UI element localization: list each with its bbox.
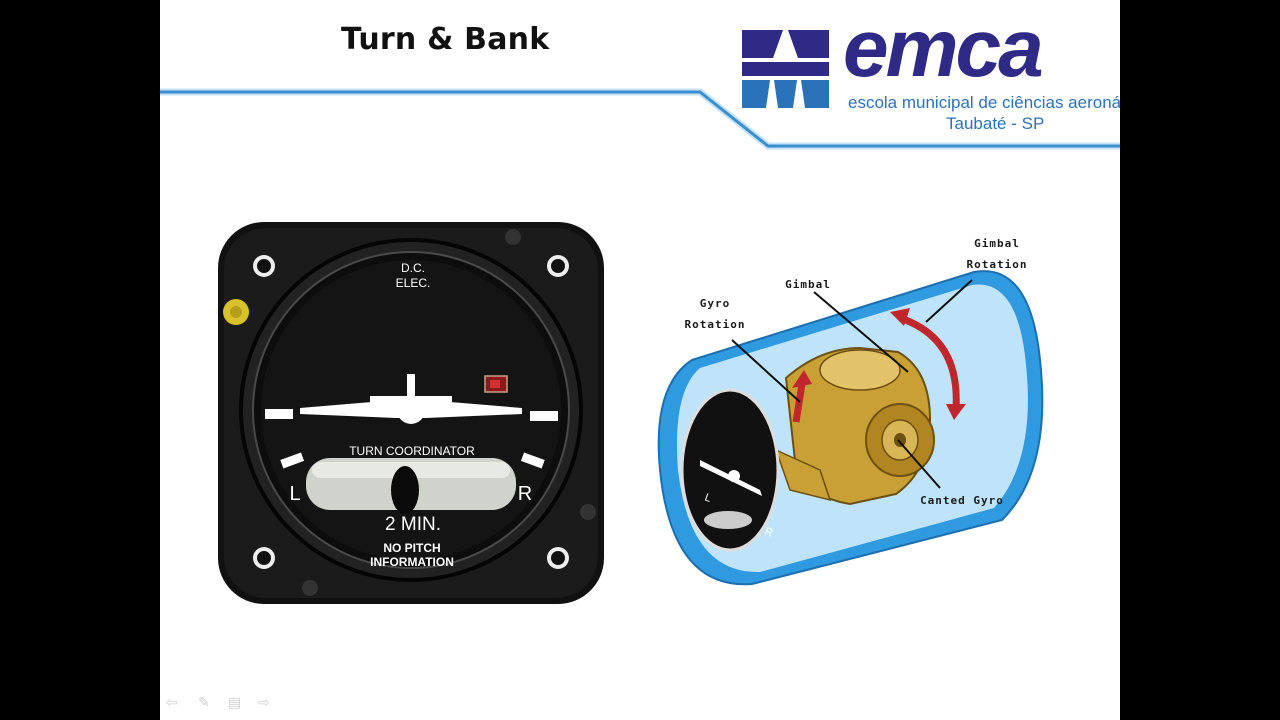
dial-label-name: TURN COORDINATOR — [349, 444, 475, 458]
prev-arrow-icon[interactable]: ⇦ — [166, 694, 178, 710]
label-gimbal-rotation-2: Rotation — [967, 258, 1028, 271]
slide: Turn & Bank emca escola municipal de ciê… — [160, 0, 1120, 720]
inclinometer-ball-icon — [391, 466, 419, 514]
slide-title: Turn & Bank — [341, 22, 550, 57]
label-gyro-rotation-1: Gyro — [700, 297, 731, 310]
mini-dial-face — [680, 388, 780, 552]
gimbal-rotation-arrow-icon — [898, 314, 960, 409]
gyro-cutaway-diagram: L R Gimbal Rotation Gimbal Gyro Rotation… — [657, 237, 1044, 586]
next-arrow-icon[interactable]: ⇨ — [258, 694, 270, 710]
dial-label-note-1: NO PITCH — [383, 541, 440, 555]
logo-wordmark: emca — [843, 3, 1044, 94]
gimbal-assembly — [774, 346, 935, 506]
logo-mark-icon — [742, 30, 829, 108]
logo-subtitle: escola municipal de ciências aeronáutica… — [848, 93, 1120, 112]
logo-location: Taubaté - SP — [946, 114, 1045, 133]
label-gimbal-rotation-1: Gimbal — [974, 237, 1020, 250]
mini-dial-left: L — [703, 492, 713, 505]
dial-label-left: L — [289, 483, 300, 505]
menu-icon[interactable]: ▤ — [228, 694, 242, 710]
label-gimbal: Gimbal — [785, 278, 831, 291]
pen-icon[interactable]: ✎ — [198, 694, 210, 710]
header-decoration — [160, 30, 1120, 150]
label-gyro-rotation-2: Rotation — [685, 318, 746, 331]
dial-label-note-2: INFORMATION — [370, 555, 454, 569]
dial-label-elec: ELEC. — [396, 276, 431, 290]
dial-label-dc: D.C. — [401, 261, 425, 275]
dial-label-right: R — [518, 483, 532, 505]
dial-label-rate: 2 MIN. — [385, 514, 441, 535]
turn-coordinator-instrument: D.C. ELEC. TURN COORDINATOR L R 2 MIN. N… — [218, 222, 604, 604]
label-canted-gyro: Canted Gyro — [920, 494, 1004, 507]
gyro-rotation-arrow-icon — [792, 383, 806, 423]
mini-dial-right: R — [763, 526, 775, 540]
airplane-symbol-icon — [300, 374, 522, 424]
